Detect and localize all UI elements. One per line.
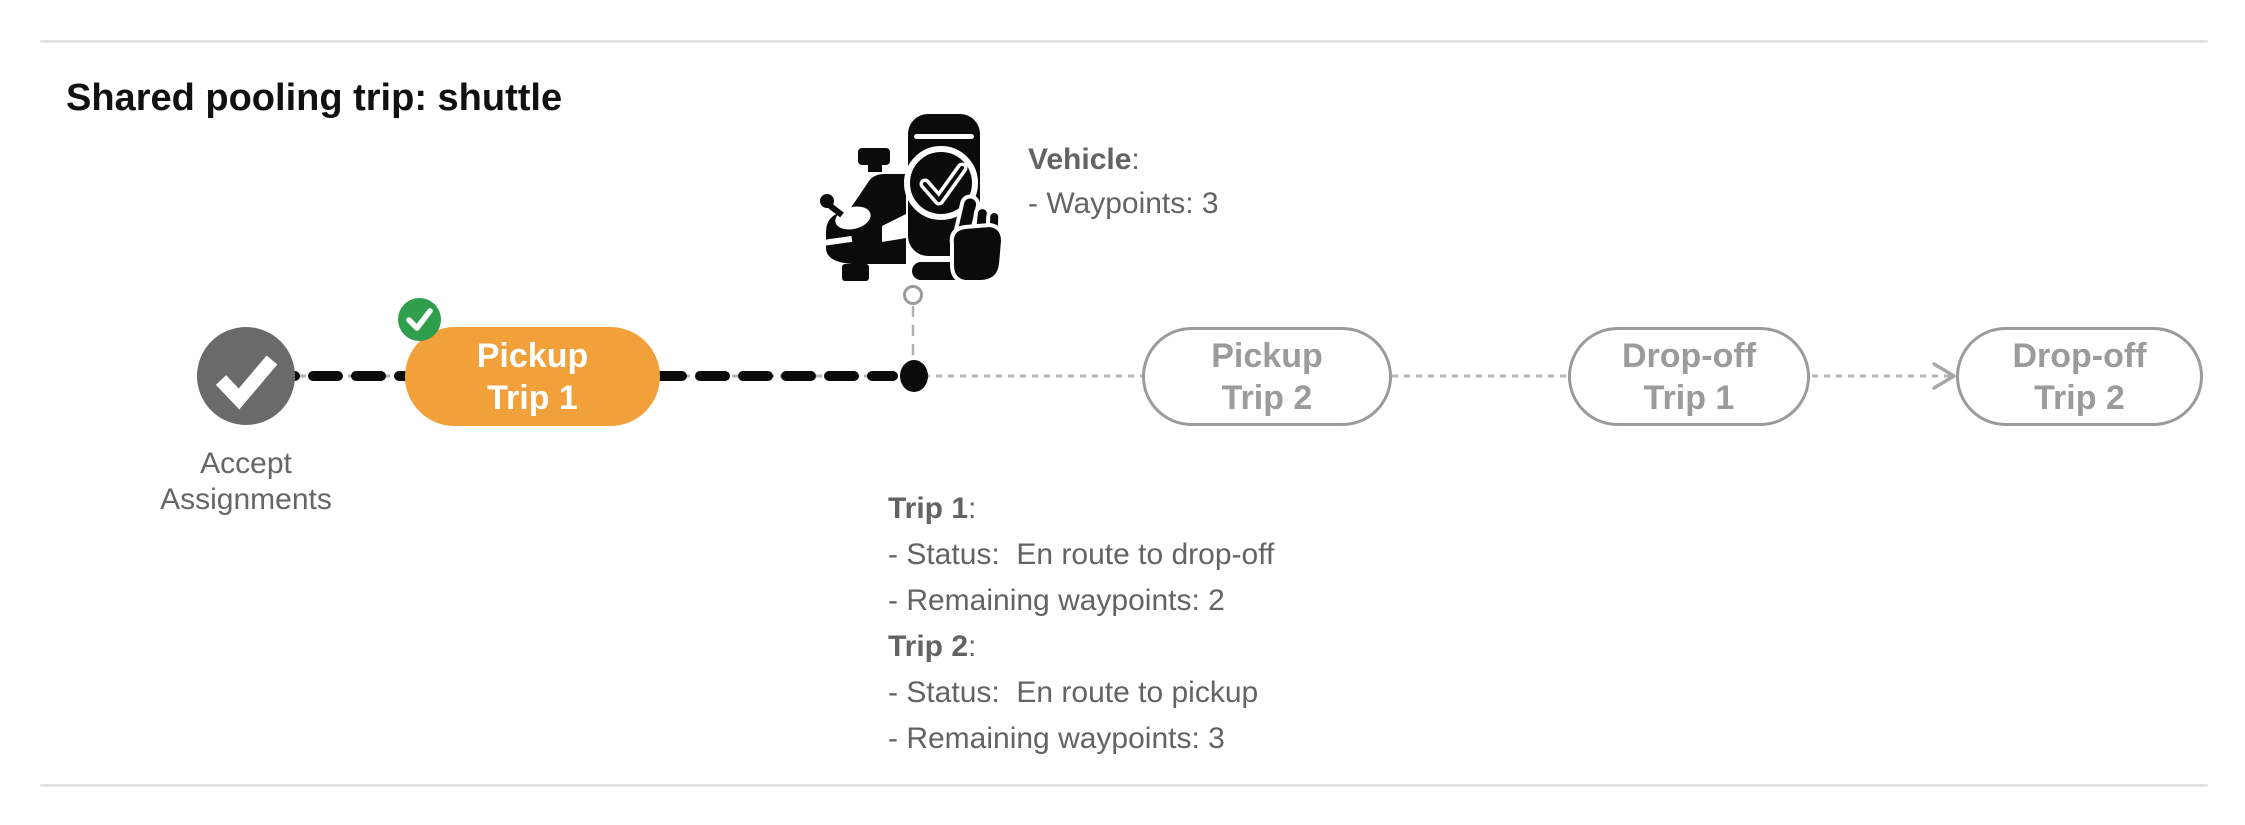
trip1-status-line: - Status: En route to drop-off xyxy=(888,538,1275,571)
page-title: Shared pooling trip: shuttle xyxy=(66,77,563,119)
trip2-waypoints-line: - Remaining waypoints: 3 xyxy=(888,722,1225,755)
node-label-line1: Pickup xyxy=(476,336,589,375)
trip1-waypoints-line: - Remaining waypoints: 2 xyxy=(888,584,1225,617)
node-label-line2: Trip 1 xyxy=(487,378,578,417)
node-label-line1: Pickup xyxy=(1211,336,1323,375)
bottom-divider xyxy=(40,784,2208,787)
trip-details: Trip 1: - Status: En route to drop-off -… xyxy=(888,486,1274,762)
node-dropoff-trip-1: Drop-off Trip 1 xyxy=(1568,327,1810,426)
vehicle-info-title: Vehicle: xyxy=(1028,143,1140,176)
trip1-title: Trip 1: xyxy=(888,492,977,525)
node-label-line1: Drop-off xyxy=(2012,336,2147,375)
node-pickup-trip-2: Pickup Trip 2 xyxy=(1142,327,1392,426)
node-label-line1: Drop-off xyxy=(1621,336,1757,375)
node-label-line2: Trip 2 xyxy=(2034,378,2125,417)
node-pickup-trip-1: Pickup Trip 1 xyxy=(405,327,660,426)
node-accept-assignments-label: Accept Assignments xyxy=(160,447,332,516)
node-label-line2: Trip 1 xyxy=(1643,378,1735,417)
vehicle-waypoints-line: - Waypoints: 3 xyxy=(1028,187,1219,220)
node-label-line2: Trip 2 xyxy=(1221,378,1313,417)
vehicle-anchor-circle xyxy=(903,285,923,305)
check-icon xyxy=(215,355,278,410)
vehicle-info: Vehicle: - Waypoints: 3 xyxy=(1028,138,1219,226)
route-arrowhead xyxy=(1932,362,1956,390)
node-accept-assignments xyxy=(197,327,295,425)
current-position-dot xyxy=(900,360,928,392)
top-divider xyxy=(40,40,2208,43)
completed-badge xyxy=(398,298,441,341)
car-phone-check-icon xyxy=(820,114,1006,284)
check-circle-icon xyxy=(406,308,433,331)
trip2-title: Trip 2: xyxy=(888,630,977,663)
trip2-status-line: - Status: En route to pickup xyxy=(888,676,1259,709)
node-dropoff-trip-2: Drop-off Trip 2 xyxy=(1956,327,2203,426)
